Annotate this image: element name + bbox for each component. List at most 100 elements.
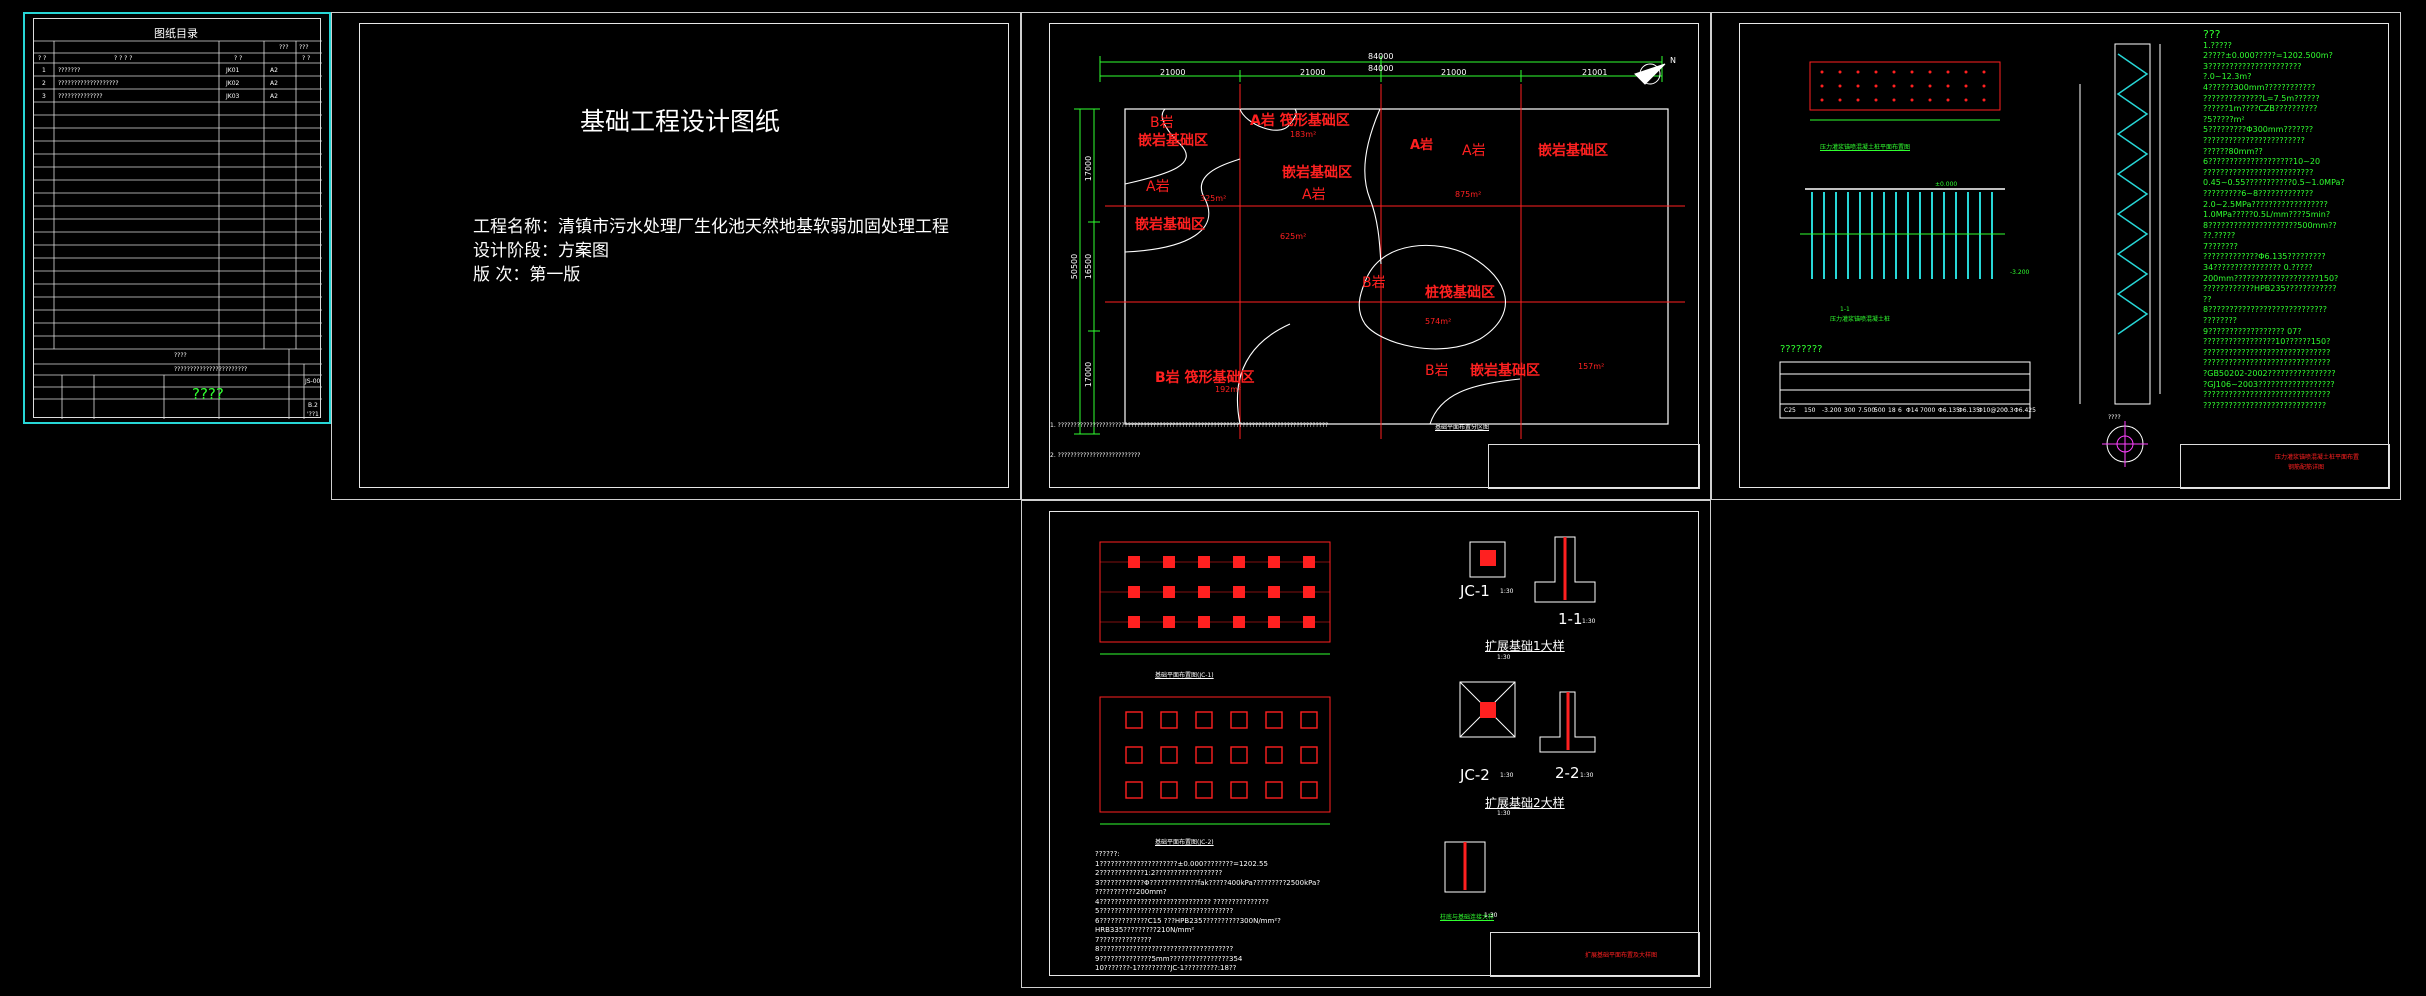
cover-title: 基础工程设计图纸 [580, 107, 781, 136]
index-footer-r2: '??1 [307, 411, 319, 418]
site-notes: 1. ?????????????????????????????????????… [1050, 422, 1329, 429]
zone-label: A岩 [1146, 179, 1170, 195]
index-grid [34, 40, 322, 419]
site-dim-left-2: 17000 [1084, 361, 1094, 388]
footing-notes: ??????: 1?????????????????????±0.000????… [1095, 850, 1435, 974]
site-north-label: N [1670, 56, 1676, 65]
pile-note-line: 4??????300mm???????????? [2203, 82, 2316, 92]
footing-drawing [1099, 536, 1596, 893]
zone-sub: 875m² [1455, 190, 1482, 199]
footing-note-line: 2????????????1:2?????????????????? [1095, 869, 1223, 877]
pile-table-row: 300 [1844, 407, 1856, 414]
pile-note-line: ??????80mm?? [2203, 146, 2263, 156]
pile-note-line: 0.45~0.55???????????0.5~1.0MPa? [2203, 178, 2345, 188]
pile-note-line: ???????? [2203, 316, 2237, 326]
zone-sub: 192m² [1215, 385, 1242, 394]
cover-sheet-frame: 基础工程设计图纸 工程名称：清镇市污水处理厂生化池天然地基软弱加固处理工程 设计… [359, 23, 1009, 488]
index-row-name: ??????? [58, 67, 81, 74]
pile-note-line: 3?????????????????????? [2203, 61, 2302, 71]
pile-notes: ??? 1.????? 2????±0.000?????=1202.500m? … [2203, 28, 2388, 411]
pile-titleblock [2180, 444, 2390, 489]
pile-note-line: ????????????HPB235???????????? [2203, 284, 2337, 294]
index-row-no: 3 [42, 93, 46, 100]
pile-note-line: ?????????????Φ6.135????????? [2203, 252, 2326, 262]
zone-label: B岩 [1150, 115, 1174, 131]
pile-note-line: ????????????????????????????? [2203, 400, 2327, 410]
site-dim-left-1: 16500 [1084, 253, 1094, 280]
footing-sheet: 基础平面布置图(JC-1) 基础平面布置图(JC-2) JC-1 1:30 1-… [1021, 500, 1711, 988]
detail1-section-scale: 1:30 [1582, 618, 1596, 625]
pile-note-line: ?????????????????????????????? [2203, 358, 2331, 368]
index-row-name: ??????????????????? [58, 80, 119, 87]
index-head-top-a: ??? [279, 44, 289, 51]
footing-titleblock-name: 扩展基础平面布置及大样图 [1585, 952, 1658, 959]
site-dim-top-2: 21000 [1441, 68, 1467, 77]
pile-note-line: 34???????????????? 0.????? [2203, 263, 2313, 273]
pile-table-row: C25 [1784, 407, 1796, 414]
index-row-size: A2 [270, 80, 278, 87]
footing-note-line: 3????????????Φ?????????????fak?????400kP… [1095, 878, 1321, 887]
site-dim-left-0: 17000 [1084, 155, 1094, 182]
pile-note-line: ??.????? [2203, 231, 2236, 241]
pile-section-label: 1-1 [1840, 306, 1850, 313]
footing-note-line: ???????????200mm? [1095, 888, 1167, 896]
pile-note-line: ?????????????????????????????? [2203, 347, 2331, 357]
detail2-scale: 1:30 [1500, 772, 1514, 779]
pile-note-line: ??????????????L=7.5m?????? [2203, 93, 2320, 103]
pile-table-row: 0.3 [2004, 407, 2014, 414]
detail1-title: 扩展基础1大样 [1485, 639, 1565, 653]
index-row-size: A2 [270, 67, 278, 74]
site-dim-top-0: 21000 [1160, 68, 1186, 77]
zone-label: B岩 筏形基础区 [1155, 370, 1255, 386]
pile-table-row: Φ10@200 [1978, 407, 2008, 414]
site-plan-drawing [1074, 56, 1685, 439]
zone-label: A岩 筏形基础区 [1250, 113, 1350, 129]
pile-note-line: 7??????? [2203, 241, 2238, 251]
cover-sheet: 基础工程设计图纸 工程名称：清镇市污水处理厂生化池天然地基软弱加固处理工程 设计… [331, 12, 1021, 500]
pile-note-line: ?????????????????????????? [2203, 167, 2314, 177]
index-footer-a: ???? [174, 352, 187, 359]
pile-note-line: 1.0MPa?????0.5L/mm????5min? [2203, 210, 2331, 220]
pile-round-label: ???? [2108, 414, 2121, 421]
zone-sub: 桩筏基础区 [1425, 285, 1495, 301]
pile-note-line: ?????????????????????????????? [2203, 390, 2331, 400]
zone-sub: 183m² [1290, 130, 1317, 139]
site-notes-2: 2. ?????????????????????????? [1050, 452, 1141, 459]
site-dim-left-total: 50500 [1070, 253, 1080, 280]
column-caption: 柱底与基础连接大样 [1440, 914, 1495, 921]
pile-titleblock-name: 压力灌浆锚喷混凝土桩平面布置 [2275, 454, 2360, 461]
pile-elev-1: ±0.000 [1935, 181, 1958, 188]
zone-label: 574m² [1425, 317, 1452, 326]
pile-note-line: ?5?????m² [2203, 114, 2245, 124]
pile-note-line: ?GB50202-2002???????????????? [2203, 369, 2336, 378]
pile-note-line: 1.????? [2203, 40, 2232, 50]
pile-sheet-frame: 压力灌浆锚喷混凝土桩平面布置图 ±0.000 -3.200 1-1 压力灌浆锚喷… [1739, 23, 2390, 489]
index-footer-code: JS-00 [305, 378, 321, 385]
pile-table-row: 6 [1898, 407, 1902, 414]
zone-label: B岩 [1362, 275, 1386, 291]
index-col-no: ? ? [38, 55, 47, 62]
index-footer-big: ???? [192, 385, 224, 403]
footing-titleblock [1490, 932, 1700, 977]
pile-note-line: ??? [2203, 28, 2221, 41]
cover-stage-line: 设计阶段：方案图 [473, 241, 609, 261]
pile-note-line: 8?????????????????????500mm?? [2203, 220, 2337, 230]
index-col-size: ? ? [302, 55, 311, 62]
index-row-code: JK03 [226, 93, 240, 100]
pile-note-line: 5?????????Φ300mm??????? [2203, 125, 2314, 135]
site-titleblock [1488, 444, 1700, 489]
zone-label: A岩 [1410, 138, 1434, 153]
plan2-caption: 基础平面布置图(JC-2) [1155, 839, 1214, 846]
pile-note-line: 200mm????????????????????150? [2203, 273, 2339, 283]
index-row-no: 2 [42, 80, 46, 87]
pile-table-row: 150 [1804, 407, 1816, 414]
footing-sheet-frame: 基础平面布置图(JC-1) 基础平面布置图(JC-2) JC-1 1:30 1-… [1049, 511, 1700, 977]
pile-note-line: ??????1m????CZB?????????? [2203, 104, 2318, 114]
zone-label: B岩 [1425, 363, 1449, 379]
pile-table-row: Φ6.135 [1958, 407, 1980, 414]
pile-table-row: Φ14 [1906, 407, 1919, 414]
pile-note-line: ?? [2203, 294, 2212, 304]
footing-note-line: 9??????????????5mm????????????????354 [1095, 954, 1243, 963]
zone-label: 嵌岩基础区 [1135, 217, 1205, 233]
pile-table-row: Φ6.425 [2014, 407, 2036, 414]
